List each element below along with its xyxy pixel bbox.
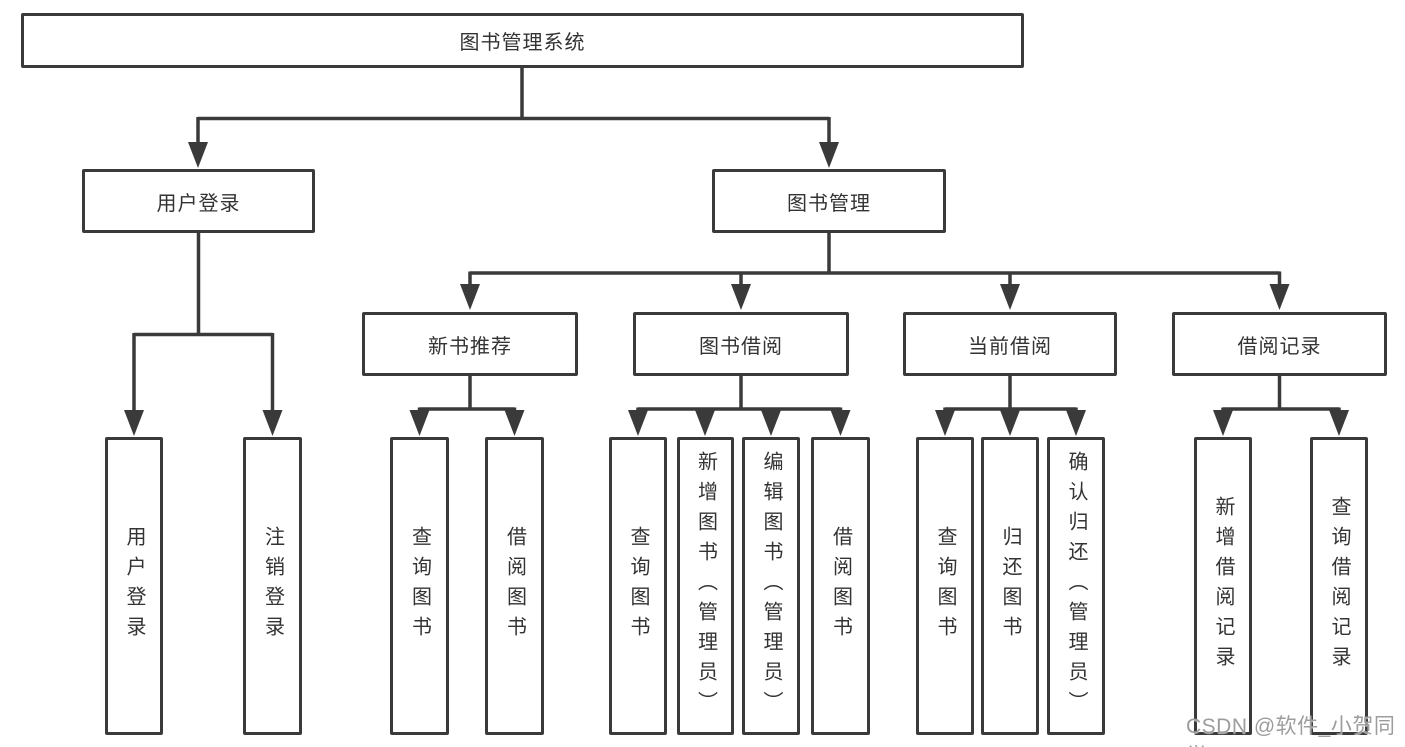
leaf-borrow-books-recommend-label: 借阅图书 [503, 526, 526, 646]
node-root: 图书管理系统 [21, 13, 1024, 68]
node-new-book-recommend-label: 新书推荐 [428, 335, 512, 358]
leaf-add-borrow-record-label: 新增借阅记录 [1212, 496, 1234, 676]
leaf-borrow-books-label: 借阅图书 [829, 526, 852, 646]
arrowhead [761, 410, 781, 436]
arrowhead [1000, 284, 1020, 310]
csdn-watermark: CSDN @软件_小贺同学 [1186, 715, 1396, 747]
leaf-query-borrow-record-label: 查询借阅记录 [1328, 496, 1350, 676]
arrowheads [124, 142, 1349, 436]
node-root-label: 图书管理系统 [459, 32, 586, 54]
connector-path [132, 66, 1341, 412]
arrowhead [1329, 410, 1349, 436]
node-book-management-label: 图书管理 [787, 192, 871, 215]
leaf-borrow-books-recommend: 借阅图书 [485, 437, 544, 735]
leaf-query-books-current-label: 查询图书 [934, 526, 956, 646]
node-user-login-label: 用户登录 [156, 192, 241, 215]
leaf-logout-label: 注销登录 [261, 526, 284, 646]
leaf-add-book-admin: 新增图书（管理员） [677, 437, 734, 735]
leaf-query-borrow-record: 查询借阅记录 [1310, 437, 1368, 735]
leaf-add-book-admin-label: 新增图书（管理员） [694, 451, 717, 721]
leaf-query-books-borrow-label: 查询图书 [627, 526, 649, 646]
leaf-query-books-recommend: 查询图书 [390, 437, 449, 735]
arrowhead [819, 142, 839, 168]
node-book-borrow: 图书借阅 [633, 312, 849, 376]
leaf-confirm-return-admin: 确认归还（管理员） [1047, 437, 1105, 735]
leaf-confirm-return-admin-label: 确认归还（管理员） [1065, 451, 1087, 721]
node-book-borrow-label: 图书借阅 [699, 335, 783, 358]
leaf-return-book-label: 归还图书 [999, 526, 1021, 646]
node-current-borrow: 当前借阅 [903, 312, 1117, 376]
leaf-logout: 注销登录 [243, 437, 302, 735]
leaf-borrow-books: 借阅图书 [811, 437, 870, 735]
node-user-login: 用户登录 [82, 169, 315, 233]
leaf-edit-book-admin-label: 编辑图书（管理员） [760, 451, 782, 721]
node-book-management: 图书管理 [712, 169, 946, 233]
arrowhead [628, 410, 648, 436]
leaf-query-books-borrow: 查询图书 [609, 437, 667, 735]
leaf-query-books-recommend-label: 查询图书 [408, 526, 431, 646]
arrowhead [1000, 410, 1020, 436]
arrowhead [188, 142, 208, 168]
node-new-book-recommend: 新书推荐 [362, 312, 578, 376]
arrowhead [1213, 410, 1233, 436]
arrowhead [695, 410, 715, 436]
arrowhead [935, 410, 955, 436]
arrowhead [262, 410, 283, 436]
leaf-user-login: 用户登录 [105, 437, 163, 735]
leaf-return-book: 归还图书 [981, 437, 1039, 735]
leaf-query-books-current: 查询图书 [916, 437, 974, 735]
node-current-borrow-label: 当前借阅 [968, 335, 1052, 358]
leaf-add-borrow-record: 新增借阅记录 [1194, 437, 1252, 735]
node-borrow-records-label: 借阅记录 [1237, 335, 1322, 358]
arrowhead [830, 410, 851, 436]
arrowhead [124, 410, 144, 436]
arrowhead [731, 284, 751, 310]
node-borrow-records: 借阅记录 [1172, 312, 1387, 376]
leaf-user-login-label: 用户登录 [123, 526, 145, 646]
arrowhead [460, 284, 480, 310]
arrowhead [409, 410, 430, 436]
arrowhead [1269, 284, 1290, 310]
arrowhead [1066, 410, 1086, 436]
leaf-edit-book-admin: 编辑图书（管理员） [742, 437, 800, 735]
arrowhead [504, 410, 525, 436]
